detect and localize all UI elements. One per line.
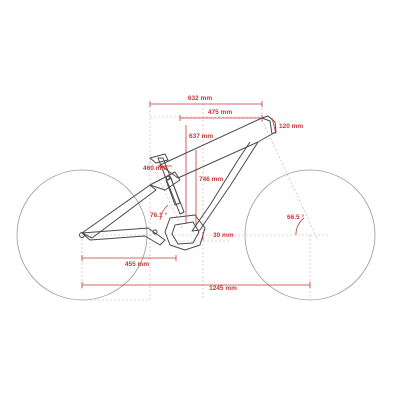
label-seat-tube: 460 mm — [143, 165, 167, 172]
dimension-labels: 632 mm 475 mm 120 mm 637 mm 460 mm 746 m… — [125, 95, 305, 292]
frame — [79, 115, 277, 251]
rear-shock — [165, 177, 181, 206]
pivot-rocker — [165, 175, 171, 181]
guide-seat-tube-extension — [149, 159, 183, 229]
label-chainstay: 455 mm — [125, 261, 149, 268]
seat-stay — [81, 184, 157, 239]
down-tube — [191, 141, 259, 232]
dim-line-head-tube — [271, 117, 277, 135]
dim-arc-head-angle — [295, 217, 305, 236]
chain-stay — [81, 227, 166, 246]
motor-inner — [171, 221, 200, 245]
dim-arc-seat-angle — [159, 204, 169, 221]
seat-tube — [157, 157, 185, 215]
label-frame-height: 746 mm — [199, 176, 223, 183]
label-bb-drop: 30 mm — [213, 232, 234, 239]
label-wheelbase: 1245 mm — [209, 285, 237, 292]
pivot-main — [152, 229, 158, 235]
dimension-ticks — [81, 101, 311, 288]
guide-lines — [81, 102, 330, 301]
label-seat-angle: 76.1 ° — [150, 211, 167, 219]
head-tube — [261, 115, 277, 135]
top-tube — [159, 117, 273, 179]
label-head-angle: 66.5 ° — [287, 213, 304, 221]
label-head-tube: 120 mm — [279, 123, 303, 130]
label-reach: 475 mm — [208, 109, 232, 116]
dimension-lines — [82, 103, 310, 286]
label-stack: 637 mm — [189, 133, 213, 140]
guide-head-tube-extension — [261, 119, 319, 241]
seat-post-top — [149, 153, 169, 164]
motor-housing — [164, 214, 206, 251]
rear-dropout — [79, 232, 85, 238]
label-reach-top: 632 mm — [188, 95, 212, 102]
